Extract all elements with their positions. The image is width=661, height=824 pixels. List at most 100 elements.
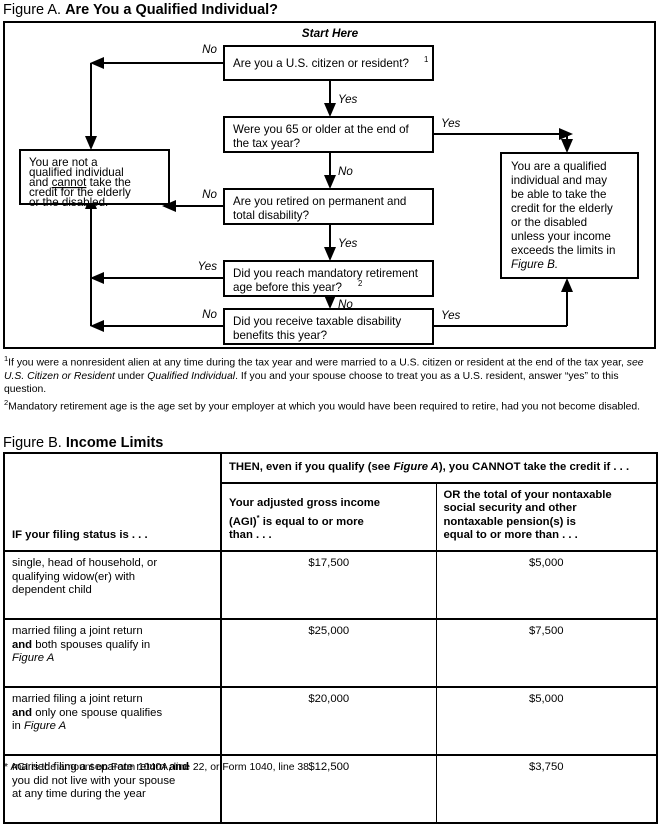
row-2-agi-amount: $25,000 — [220, 618, 437, 688]
header-then-suffix: ), you CANNOT take the credit if . . . — [438, 461, 630, 473]
row-4-status-line1: married filing a separate return — [12, 760, 169, 773]
flow-box-qualified-line2: individual and may — [511, 174, 607, 187]
flow-box-qualified-line1: You are a qualified — [511, 160, 607, 173]
header-nontax-line1: OR the total of your nontaxable — [443, 488, 612, 501]
flow-box-qualified-line3: be able to take the — [511, 188, 606, 201]
figure-b-footnote-text: AGI is the amount on Form 1040A, line 22… — [8, 762, 312, 773]
flow-box-q2-line2: the tax year? — [233, 137, 301, 150]
row-2-status-line2-rest: both spouses qualify in — [32, 638, 151, 651]
flow-box-q4-line2: age before this year? — [233, 281, 342, 294]
figure-b-footnote-marker: * — [4, 762, 9, 773]
flow-box-qualified-line6: unless your income — [511, 230, 611, 243]
row-1-status-line2: qualifying widow(er) with — [12, 570, 136, 583]
header-agi-line2b: is equal to or more — [259, 515, 364, 528]
flow-box-not-qualified-line5: or the disabled. — [29, 196, 108, 209]
edge-label-q4-no: No — [338, 298, 353, 311]
header-nontax-line3: nontaxable pension(s) is — [443, 515, 576, 528]
not-qualified-line3-suffix: take the — [86, 176, 130, 189]
not-qualified-cannot: cannot — [52, 176, 88, 189]
footnote-1-italic2: Qualified Individual — [147, 370, 236, 382]
flowchart-svg: Start Here — [19, 26, 639, 345]
row-2-filing-status: married filing a joint return and both s… — [3, 618, 222, 688]
edge-label-q2-yes: Yes — [441, 117, 461, 130]
edge-q2-no-arrowhead — [324, 175, 336, 189]
edge-label-q1-yes: Yes — [338, 93, 358, 106]
header-filing-status-text: IF your filing status is . . . — [12, 529, 148, 542]
edge-q5-no-arrowhead — [90, 320, 104, 332]
flow-box-q3[interactable] — [223, 188, 434, 225]
row-3-status-line1: married filing a joint return — [12, 692, 143, 705]
header-agi-line3: than . . . — [229, 529, 272, 542]
table-row: married filing a joint return and both s… — [3, 618, 658, 688]
edge-q3-no-arrowhead — [162, 200, 176, 212]
figure-b-label: Figure B. — [3, 435, 62, 451]
row-2-status-and: and — [12, 638, 33, 651]
row-1-status-line3: dependent child — [12, 584, 92, 597]
flow-box-not-qualified-line4: credit for the elderly — [29, 186, 131, 199]
flow-box-not-qualified-line1: You are not a — [29, 156, 98, 169]
row-3-status-and: and — [12, 706, 33, 719]
edge-q3-yes-arrowhead — [324, 247, 336, 261]
flow-box-not-qualified-line2: qualified individual — [29, 166, 124, 179]
footnote-1-marker: 1 — [4, 354, 9, 363]
figure-a-footnotes: 1If you were a nonresident alien at any … — [4, 352, 656, 413]
flow-box-q5-line1: Did you receive taxable disability — [233, 315, 401, 328]
table-row: single, head of household, or qualifying… — [3, 550, 658, 620]
flow-box-q5[interactable] — [223, 308, 434, 345]
edge-q4-no-arrowhead — [324, 295, 336, 309]
edge-q5-yes-arrowhead — [561, 278, 573, 292]
figure-a-flowchart-panel: Start Here — [3, 21, 656, 349]
row-1-status-line1: single, head of household, or — [12, 556, 158, 569]
flow-box-qualified[interactable] — [500, 152, 639, 279]
edge-q2-yes-arrowhead-down — [561, 139, 573, 153]
not-qualified-line3-prefix: and — [29, 176, 52, 189]
row-4-status-line3: at any time during the year — [12, 788, 146, 801]
header-then-prefix: THEN, even if you qualify (see — [229, 461, 394, 473]
edge-label-q2-no: No — [338, 165, 353, 178]
footnote-1-part1: If you were a nonresident alien at any t… — [8, 357, 627, 369]
figure-b-name: Income Limits — [65, 435, 164, 451]
row-3-status-line2-rest: only one spouse qualifies — [32, 706, 163, 719]
flow-box-q3-line1: Are you retired on permanent and — [233, 195, 406, 208]
flow-box-qualified-line5: or the disabled — [511, 216, 587, 229]
edge-label-q5-no: No — [202, 308, 217, 321]
header-cell-nontaxable: OR the total of your nontaxable social s… — [435, 482, 658, 552]
footnote-2-marker: 2 — [4, 397, 9, 407]
row-1-nontaxable-amount: $5,000 — [435, 550, 658, 620]
row-2-status-figure-a: Figure A — [12, 652, 55, 665]
footnote-1-mid: under — [114, 370, 148, 382]
row-3-status-figure-a: Figure A — [23, 720, 67, 733]
figure-b-footnote: * AGI is the amount on Form 1040A, line … — [4, 761, 312, 774]
row-1-agi-amount: $17,500 — [220, 550, 437, 620]
table-row: married filing a joint return and only o… — [3, 686, 658, 756]
flow-box-q4[interactable] — [223, 260, 434, 297]
header-agi-line1: Your adjusted gross income — [229, 497, 381, 510]
figure-b-title: Figure B. Income Limits — [3, 436, 163, 451]
edge-label-q5-yes: Yes — [441, 309, 461, 322]
flow-box-not-qualified[interactable] — [19, 149, 170, 205]
flow-box-q4-footnote-marker: 2 — [358, 279, 362, 288]
header-cell-then: THEN, even if you qualify (see Figure A)… — [220, 452, 658, 484]
figure-a-label: Figure A. — [3, 2, 62, 18]
flow-box-qualified-line7: exceeds the limits in — [511, 244, 615, 257]
flow-box-q5-line2: benefits this year? — [233, 329, 328, 342]
edge-q1-yes-arrowhead — [324, 103, 336, 117]
figure-a-name: Are You a Qualified Individual? — [65, 2, 279, 18]
start-here-label: Start Here — [302, 26, 359, 40]
edge-label-q4-yes: Yes — [198, 260, 218, 273]
flow-box-q1-footnote-marker: 1 — [424, 55, 428, 64]
flow-box-not-qualified-line3: and cannot take the — [29, 176, 131, 189]
header-nontax-line4: equal to or more than . . . — [443, 529, 578, 542]
edge-q1-no-down-arrowhead — [85, 136, 97, 150]
header-cell-filing-status: IF your filing status is . . . — [3, 452, 222, 552]
flow-box-q2[interactable] — [223, 116, 434, 153]
header-cell-agi: Your adjusted gross income (AGI)* is equ… — [220, 482, 437, 552]
row-2-nontaxable-amount: $7,500 — [435, 618, 658, 688]
footnote-1-part2: . If you and your spouse choose to treat… — [4, 370, 619, 395]
figure-a-footnote-1: 1If you were a nonresident alien at any … — [4, 352, 656, 396]
flow-box-q1[interactable] — [223, 45, 434, 81]
edge-label-q3-no: No — [202, 188, 217, 201]
header-then-figure-a: Figure A — [393, 461, 439, 473]
footnote-2-text: Mandatory retirement age is the age set … — [8, 401, 641, 413]
flow-box-q2-line1: Were you 65 or older at the end of — [233, 123, 410, 136]
